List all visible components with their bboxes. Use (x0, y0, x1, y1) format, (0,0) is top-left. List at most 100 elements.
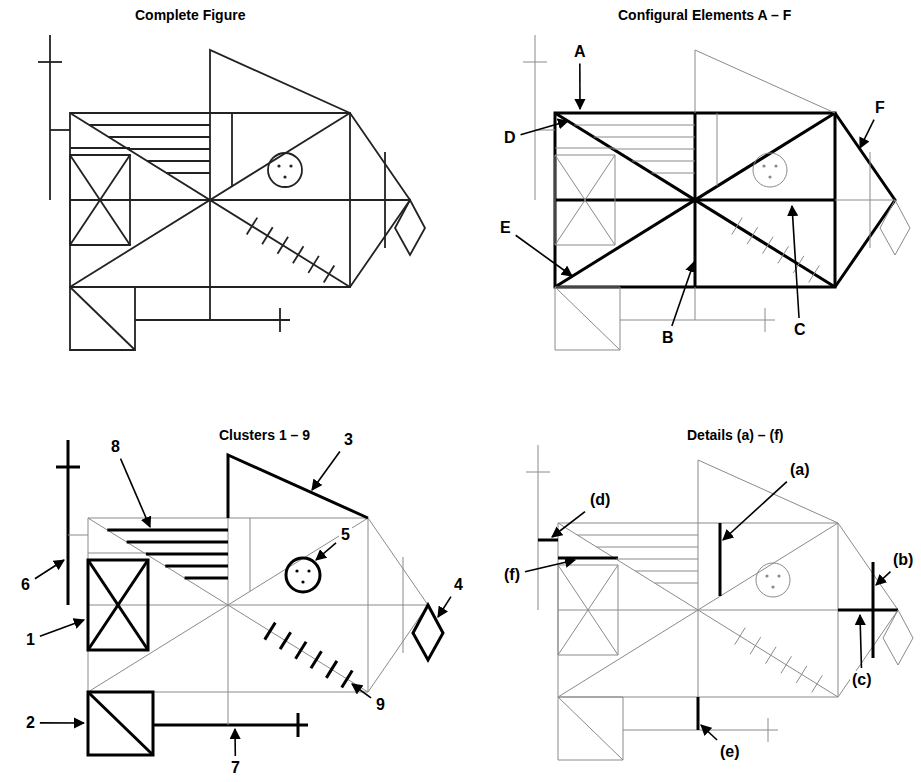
figure-stroke (293, 246, 304, 263)
callout-arrow (121, 459, 150, 527)
callout-arrow (792, 206, 799, 318)
figure-stroke (147, 160, 210, 162)
figure-stroke (308, 256, 319, 273)
figure-stroke (695, 50, 835, 113)
callout-arrow (312, 452, 340, 490)
figure-stroke (838, 609, 898, 612)
figure-stroke (555, 287, 620, 350)
figure-stroke (280, 632, 291, 649)
figure-stroke (574, 125, 695, 126)
figure-stroke (781, 656, 792, 673)
figure-stroke (228, 692, 229, 725)
figure-stroke (558, 557, 618, 560)
figure-stroke (555, 155, 615, 245)
figure-stroke (88, 692, 153, 755)
figure-stroke (655, 583, 698, 584)
figure-stroke (296, 642, 307, 659)
figure-stroke (368, 518, 428, 692)
figure-stroke (558, 697, 623, 760)
figure-stroke (652, 173, 695, 174)
figure-stroke (632, 161, 695, 162)
figure-stroke (774, 164, 777, 167)
callout-arrow (672, 262, 694, 326)
figure-stroke (413, 605, 443, 660)
figure-stroke (301, 580, 304, 583)
callout-arrow (701, 725, 717, 740)
callout-label: 4 (452, 576, 465, 594)
figure-stroke (555, 287, 620, 350)
callout-label: D (502, 129, 518, 147)
callout-label: 3 (342, 431, 355, 449)
figure-stroke (68, 535, 88, 536)
callout-label: (d) (588, 491, 612, 509)
figure-stroke (70, 147, 130, 149)
figure-stroke (762, 164, 765, 167)
figure-stroke (766, 647, 777, 664)
figure-stroke (324, 265, 335, 282)
figure-stroke (395, 200, 425, 255)
figure-stroke (870, 152, 871, 248)
figure-stroke (70, 113, 350, 287)
figure-stroke (278, 237, 289, 254)
callout-label: E (498, 219, 513, 237)
figure-stroke (732, 218, 743, 235)
figure-stroke (297, 713, 300, 737)
figure-stroke (768, 718, 769, 742)
figure-stroke (250, 518, 251, 591)
figure-stroke (350, 113, 410, 287)
callout-label: (c) (850, 671, 874, 689)
callout-arrow (40, 722, 84, 724)
figure-stroke (756, 563, 790, 597)
figure-stroke (597, 547, 698, 548)
callout-label: (a) (788, 461, 812, 479)
figure-stroke (265, 623, 276, 640)
figure-stroke (538, 539, 558, 542)
figure-stroke (558, 523, 838, 697)
figure-stroke (558, 565, 618, 655)
figure-stroke (231, 113, 233, 186)
figure-stroke (286, 558, 320, 592)
figure-stroke (268, 153, 302, 187)
figure-stroke (209, 287, 211, 320)
figure-stroke (228, 455, 368, 518)
figure-stroke (594, 137, 695, 138)
figure-stroke (880, 200, 910, 255)
figure-panel (56, 440, 443, 755)
figure-stroke (70, 113, 350, 287)
figure-stroke (210, 50, 350, 113)
callout-arrow (234, 729, 236, 756)
figure-stroke (283, 175, 286, 178)
callout-label: 6 (19, 576, 32, 594)
figure-stroke (295, 569, 298, 572)
callout-arrow (723, 482, 787, 540)
figure-stroke (70, 155, 130, 245)
figure-stroke (635, 571, 698, 572)
figure-stroke (342, 670, 353, 687)
callout-label: A (572, 43, 588, 61)
figure-stroke (127, 541, 228, 544)
figure-stroke (777, 574, 780, 577)
figure-stroke (403, 557, 404, 653)
figure-stroke (620, 320, 775, 321)
callout-label: F (873, 99, 887, 117)
callout-arrow (35, 560, 64, 579)
figure-stroke (49, 35, 51, 200)
callout-arrow (860, 120, 874, 148)
figure-stroke (368, 605, 428, 606)
figure-panel (523, 35, 910, 350)
figure-stroke (107, 529, 228, 532)
figure-stroke (768, 175, 771, 178)
callout-arrow (552, 512, 585, 537)
callout-label: (b) (891, 551, 915, 569)
figure-panel (526, 445, 913, 760)
figure-stroke (88, 560, 148, 650)
figure-stroke (526, 472, 550, 473)
callout-arrow (438, 597, 451, 617)
figure-stroke (70, 155, 130, 245)
figure-stroke (56, 466, 80, 469)
callout-arrow (525, 560, 575, 572)
panel-title: Clusters 1 – 9 (217, 428, 312, 443)
figure-stroke (88, 560, 148, 650)
figure-stroke (70, 113, 350, 287)
